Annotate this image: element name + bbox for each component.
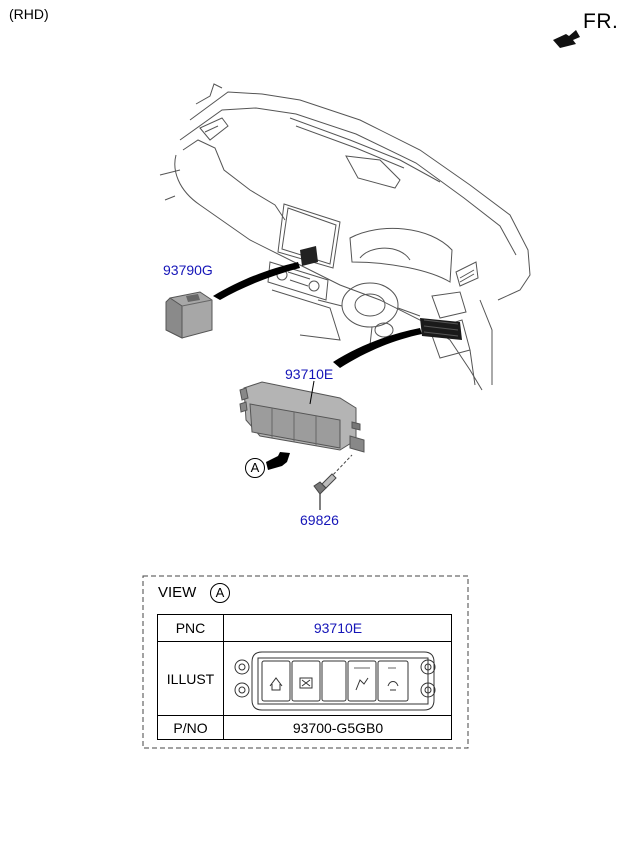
switch-93790g-illustration xyxy=(165,291,213,339)
leader-line-93710e xyxy=(309,380,315,405)
front-direction-label: FR. xyxy=(583,10,619,33)
table-row-label-pno: P/NO xyxy=(173,720,208,736)
view-a-dashed-frame xyxy=(142,575,469,749)
switch-panel-front-view xyxy=(234,651,436,711)
front-direction-arrow-icon xyxy=(553,30,580,48)
view-a-table: PNC 93710E ILLUST P/NO 93700-G5GB0 xyxy=(157,614,452,740)
view-a-marker: A xyxy=(245,458,265,478)
dashboard-illustration xyxy=(159,83,531,391)
screw-69826-illustration xyxy=(313,454,353,495)
dashboard-switch-location-93710e xyxy=(420,318,462,340)
table-pnc-value[interactable]: 93710E xyxy=(313,620,363,636)
switch-panel-93710e-illustration xyxy=(239,381,365,453)
part-number-69826[interactable]: 69826 xyxy=(300,512,339,528)
view-a-arrow-icon xyxy=(266,452,290,470)
leader-arrow-93790g xyxy=(213,262,300,300)
table-row-label-pnc: PNC xyxy=(175,620,206,636)
dashboard-switch-location-93790g xyxy=(300,246,318,266)
part-number-93790g[interactable]: 93790G xyxy=(163,262,213,278)
view-title-marker: A xyxy=(210,583,230,603)
part-number-93710e[interactable]: 93710E xyxy=(285,366,334,382)
leader-arrow-93710e xyxy=(333,328,422,368)
view-title: VIEW xyxy=(158,584,197,601)
table-row-label-illust: ILLUST xyxy=(166,670,215,687)
table-part-number-value: 93700-G5GB0 xyxy=(292,720,384,736)
rhd-label: (RHD) xyxy=(9,6,49,22)
